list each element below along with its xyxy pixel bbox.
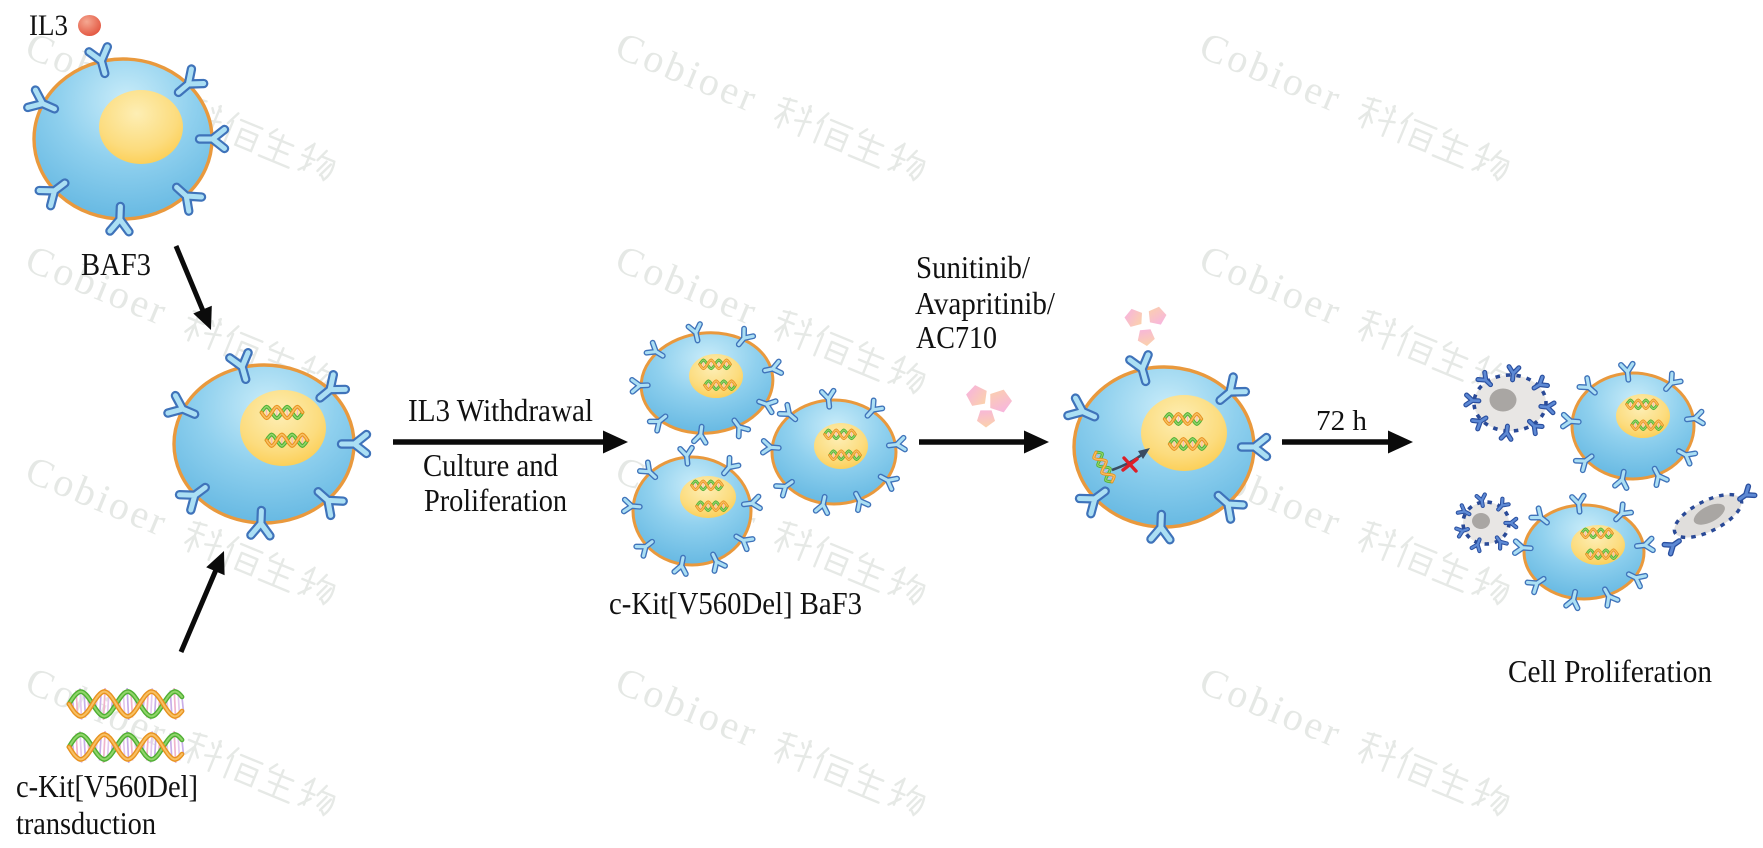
svg-text:AC710: AC710 bbox=[916, 319, 997, 355]
svg-text:IL3: IL3 bbox=[29, 9, 68, 42]
svg-text:Proliferation: Proliferation bbox=[424, 482, 567, 518]
svg-text:IL3 Withdrawal: IL3 Withdrawal bbox=[408, 392, 593, 428]
svg-text:BAF3: BAF3 bbox=[81, 246, 151, 282]
svg-text:Cell Proliferation: Cell Proliferation bbox=[1508, 653, 1712, 689]
svg-text:c-Kit[V560Del] BaF3: c-Kit[V560Del] BaF3 bbox=[609, 585, 862, 621]
svg-text:Avapritinib/: Avapritinib/ bbox=[915, 285, 1055, 321]
svg-text:c-Kit[V560Del]: c-Kit[V560Del] bbox=[16, 768, 198, 804]
svg-text:Culture and: Culture and bbox=[423, 447, 558, 483]
svg-text:72 h: 72 h bbox=[1316, 405, 1368, 437]
svg-text:Sunitinib/: Sunitinib/ bbox=[916, 249, 1030, 285]
svg-text:transduction: transduction bbox=[16, 805, 156, 841]
